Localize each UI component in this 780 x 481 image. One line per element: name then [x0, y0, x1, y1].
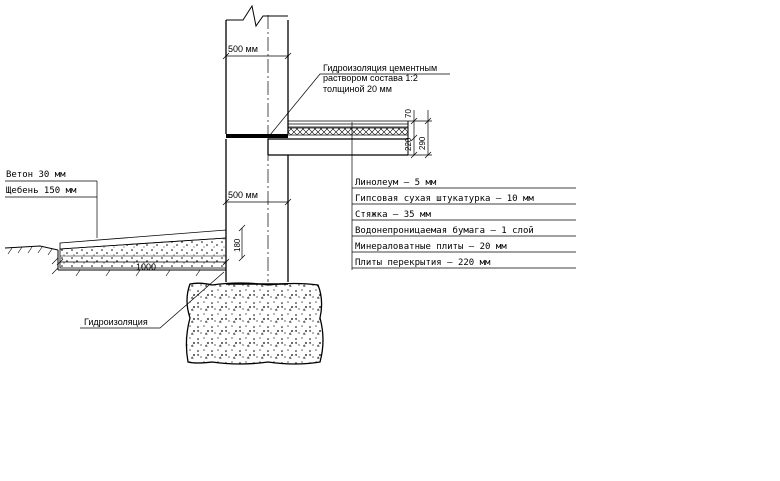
- blind-area-width-dimension: [56, 258, 230, 266]
- dim-70-label: 70: [404, 109, 413, 118]
- wall-top-width-label: 500 мм: [228, 44, 258, 54]
- ground-line: [4, 245, 226, 271]
- cement-waterproofing-line3: толщиной 20 мм: [323, 84, 392, 94]
- cement-waterproofing-line1: Гидроизоляция цементным: [323, 63, 437, 73]
- blind-area-width-label: 1000: [136, 262, 156, 272]
- dim-290-label: 290: [418, 136, 427, 150]
- blind-area-height-label: 180: [233, 238, 242, 252]
- floor-dimensions: [408, 110, 432, 159]
- floor-layer-1: Линолеум – 5 мм: [355, 178, 437, 188]
- waterproofing-leader: [80, 271, 225, 329]
- floor-layer-list: [352, 187, 576, 269]
- blind-area-height-dimension: [238, 224, 246, 262]
- wall-top-dimension: [222, 52, 292, 60]
- gravel-label: Щебень 150 мм: [6, 185, 77, 196]
- foundation-footing: [185, 282, 324, 365]
- cement-waterproofing-line2: раствором состава 1:2: [323, 73, 418, 83]
- cement-waterproofing-band: [226, 134, 288, 138]
- concrete-label: Ветон 30 мм: [6, 170, 66, 180]
- floor-layer-6: Плиты перекрытия – 220 мм: [355, 258, 491, 268]
- wall-bottom-dimension: [222, 198, 292, 206]
- floor-layer-3: Стяжка – 35 мм: [355, 210, 431, 220]
- ground-hatching: [7, 246, 201, 277]
- floor-layer-4: Водонепроницаемая бумага – 1 слой: [355, 225, 534, 236]
- floor-slab: [267, 120, 409, 156]
- waterproofing-label: Гидроизоляция: [84, 317, 148, 327]
- dim-220-label: 220: [404, 137, 413, 151]
- wall-bottom-width-label: 500 мм: [228, 190, 258, 200]
- floor-layer-2: Гипсовая сухая штукатурка – 10 мм: [355, 194, 534, 204]
- floor-layer-5: Минераловатные плиты – 20 мм: [355, 242, 507, 252]
- blind-area-concrete: [59, 229, 227, 250]
- cement-waterproofing-leader: [269, 73, 450, 136]
